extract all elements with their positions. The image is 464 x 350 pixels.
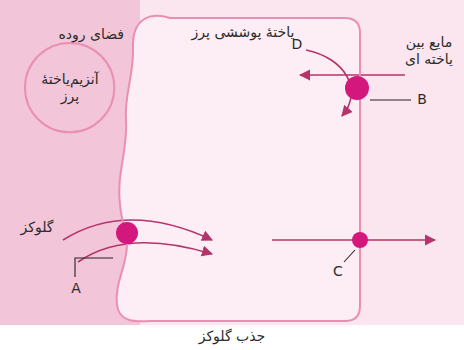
pump-arrow — [306, 50, 351, 116]
leader-line — [344, 250, 355, 262]
fluid-label: مایع بین یاخته ای — [398, 34, 460, 68]
transport-protein — [345, 76, 369, 100]
transport-protein — [116, 222, 138, 244]
node-text: آنزیم‌یاختهٔ پرز — [33, 71, 107, 105]
callout-letter: B — [415, 91, 429, 108]
epithelial-cell: یاختهٔ پوششی پرز — [115, 10, 365, 325]
callout-letter: A — [69, 280, 83, 297]
lumen-ground — [0, 0, 140, 325]
callout-letter: A — [69, 280, 83, 297]
leader-line — [75, 258, 113, 277]
callout-letter: D — [290, 36, 304, 53]
cell-fill — [117, 16, 360, 321]
callout-letter: D — [290, 36, 304, 53]
lumen-region: فضای روده آنزیم‌یاختهٔ پرز — [0, 0, 140, 325]
pump-arrow — [300, 74, 405, 76]
node-text: فضای روده — [0, 26, 140, 43]
enzyme-outline — [25, 43, 114, 132]
callout-letter: C — [331, 263, 345, 280]
glucose-label: گلوکز — [16, 219, 58, 236]
callout-letter: B — [415, 91, 429, 108]
caption-holder: جذب گلوکز — [0, 328, 464, 345]
glucose-label: گلوکز — [16, 219, 58, 236]
leader-line — [370, 99, 411, 100]
enzyme-circle: آنزیم‌یاختهٔ پرز — [24, 42, 115, 133]
cell-outline — [115, 10, 365, 325]
sodium-arrow — [78, 243, 212, 262]
transport-protein — [352, 232, 368, 248]
node-text: یاختهٔ پوششی پرز — [115, 24, 365, 41]
caption: جذب گلوکز — [0, 328, 464, 345]
callout-letter: C — [331, 263, 345, 280]
fluid-label: مایع بین یاخته ای — [398, 34, 460, 68]
cell-membrane — [117, 16, 360, 321]
